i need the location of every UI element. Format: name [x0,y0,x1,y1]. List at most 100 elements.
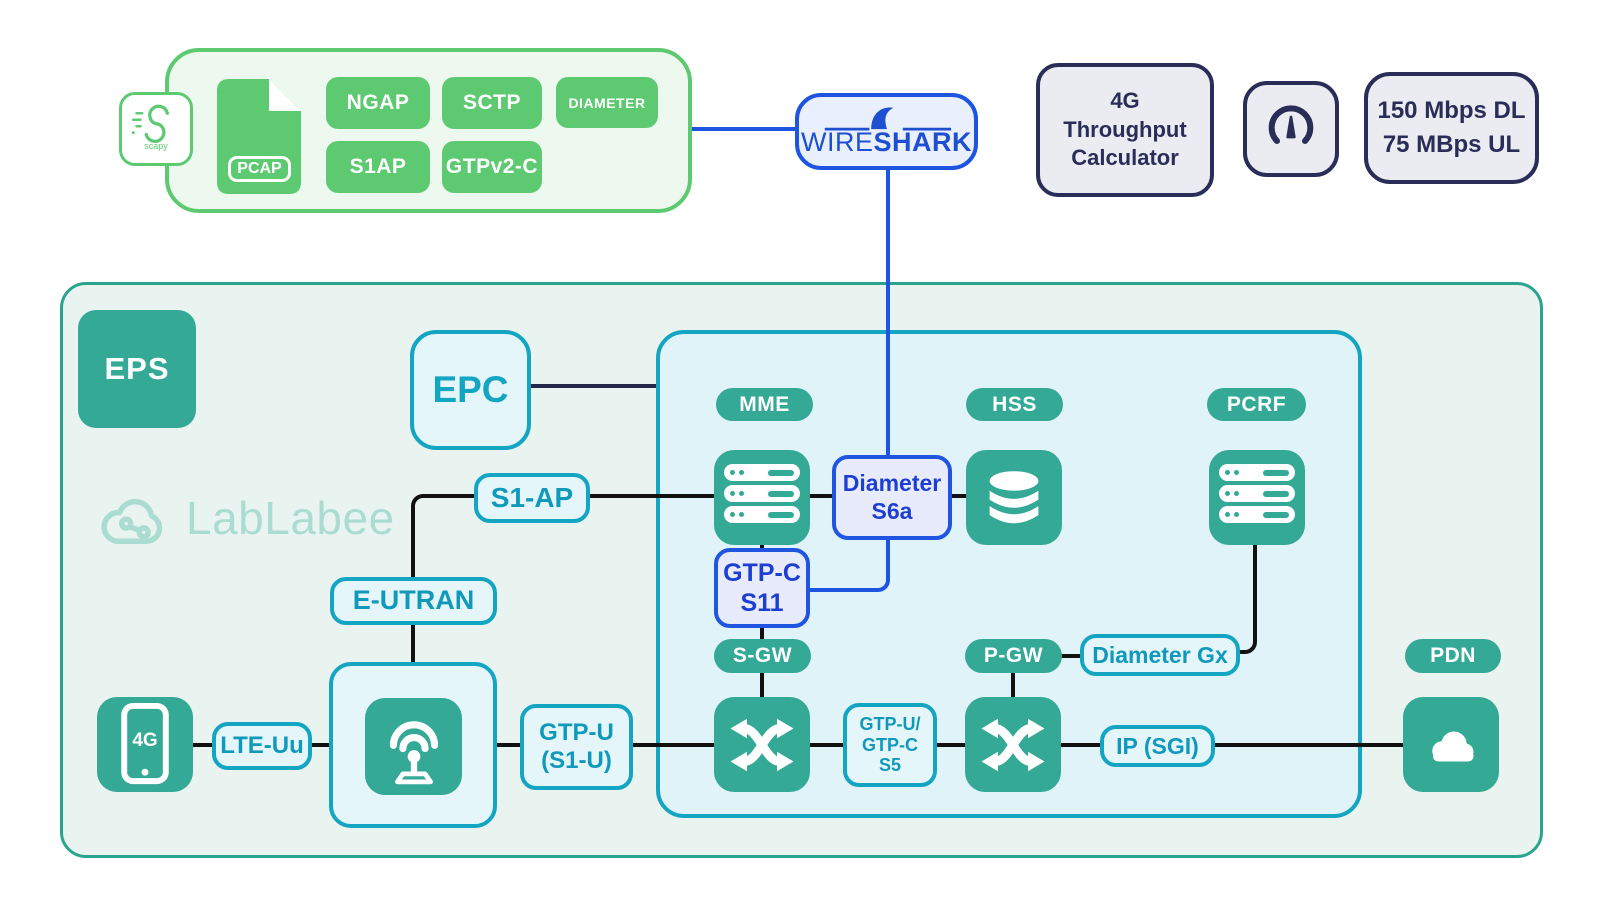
connector-scapy-wireshark [692,127,795,131]
mme-pill: MME [716,388,813,421]
gtpc-s11-chip: GTP-C S11 [714,548,810,628]
connector-ipsgi-pdn [1215,743,1403,747]
scapy-logo-icon [130,101,182,145]
ue-label-text: 4G [132,730,158,751]
ip-sgi-label: IP (SGI) [1116,732,1199,759]
pdn-pill: PDN [1405,639,1501,673]
s5-chip: GTP-U/ GTP-C S5 [843,703,937,787]
connector-mme-s11 [760,543,764,550]
calculator-line: Calculator [1071,145,1179,171]
eps-label-box: EPS [78,310,196,428]
wireshark-wordmark: WIRESHARK [801,127,972,158]
throughput-line: 75 MBps UL [1382,131,1521,158]
hss-database-icon [966,450,1062,545]
connector-sgw-s5 [810,743,843,747]
protocol-chip-ngap: NGAP [326,77,430,129]
pdn-cloud-icon [1403,697,1499,792]
calculator-line: Throughput [1063,116,1187,142]
connector-corner-s1ap [411,494,425,508]
protocol-label: NGAP [346,91,410,114]
mme-label: MME [739,392,790,416]
gtpu-s1u-line: (S1-U) [541,747,612,774]
s5-line: GTP-C [862,734,918,755]
gtpc-s11-line: S11 [740,589,784,617]
protocol-label: GTPv2-C [445,155,539,178]
hss-label: HSS [992,392,1037,416]
enodeb-antenna-icon [365,698,462,795]
ue-label: 4G [97,723,193,759]
pgw-label: P-GW [983,644,1044,667]
connector-s6a-down [886,540,890,578]
diameter-gx-chip: Diameter Gx [1080,634,1240,676]
connector-pgw-gx [1061,654,1080,658]
connector-gtpu-sgw [633,743,714,747]
pgw-switch-icon [965,697,1061,792]
ue-phone-icon: 4G [97,697,193,792]
pdn-label: PDN [1430,644,1476,667]
calculator-line: 4G [1110,88,1140,114]
brand-logo-icon [93,484,177,550]
connector-corner-pcrf-gx [1240,640,1257,654]
diameter-s6a-chip: Diameter S6a [832,455,952,540]
diameter-s6a-line: S6a [871,497,913,524]
speedometer-box [1243,81,1339,177]
epc-box: EPC [410,330,531,450]
lteuu-label: LTE-Uu [220,732,304,760]
throughput-values-box: 150 Mbps DL 75 MBps UL [1364,72,1539,184]
pcrf-pill: PCRF [1207,388,1306,421]
connector-sgwpill-icon [760,673,764,697]
throughput-line: 150 Mbps DL [1377,97,1526,125]
pcap-badge: PCAP [228,156,291,182]
gtpc-s11-line: GTP-C [723,559,801,587]
connector-eutran-enb [411,625,415,662]
diameter-s6a-line: Diameter [842,469,942,496]
wireshark-fin-icon [812,105,962,131]
gauge-icon [1259,95,1323,164]
diameter-gx-label: Diameter Gx [1092,641,1228,668]
protocol-label: S1AP [349,155,407,178]
protocol-label: DIAMETER [568,94,646,111]
eutran-chip: E-UTRAN [330,577,497,625]
connector-enb-gtpu [497,743,520,747]
connector-pgwpill-icon [1011,673,1015,697]
connector-wireshark-s6a [886,170,890,455]
connector-pcrf-down [1253,545,1257,642]
connector-epc-inner [531,384,656,388]
protocol-chip-sctp: SCTP [442,77,542,129]
hss-pill: HSS [966,388,1063,421]
ip-sgi-chip: IP (SGI) [1100,725,1215,767]
wireshark-wire-text: WIRE [800,127,874,157]
connector-ue-lteuu [193,743,212,747]
scapy-badge: scapy [119,92,193,166]
connector-s1ap-mme [590,494,714,498]
connector-pgw-ipsgi [1061,743,1100,747]
scapy-label: scapy [144,141,168,151]
connector-s6a-hss [952,494,966,498]
sgw-switch-icon [714,697,810,792]
connector-down-eutran [411,507,415,577]
connector-s5-pgw [937,743,965,747]
connector-s11-sgwpill [760,628,764,639]
pgw-pill: P-GW [965,639,1062,673]
s5-line: GTP-U/ [859,713,921,734]
connector-lteuu-enb [312,743,329,747]
pcap-label: PCAP [237,160,282,177]
s1ap-label: S1-AP [490,481,574,513]
wireshark-shark-text: SHARK [873,127,972,157]
throughput-calculator-box: 4G Throughput Calculator [1036,63,1214,197]
s5-line: S5 [878,755,902,776]
eps-label: EPS [104,351,170,386]
sgw-pill: S-GW [714,639,811,673]
epc-label: EPC [432,369,509,410]
mme-server-icon [714,450,810,545]
wireshark-box: WIRESHARK [795,93,978,170]
pcrf-label: PCRF [1226,392,1287,416]
gtpu-s1u-chip: GTP-U (S1-U) [520,704,633,790]
gtpu-s1u-line: GTP-U [539,719,614,747]
protocol-chip-gtpv2c: GTPv2-C [442,141,542,193]
protocol-chip-diameter: DIAMETER [556,77,658,128]
protocol-label: SCTP [462,91,521,114]
connector-corner-s6a-s11 [868,578,890,592]
connector-s1ap-left [424,494,474,498]
